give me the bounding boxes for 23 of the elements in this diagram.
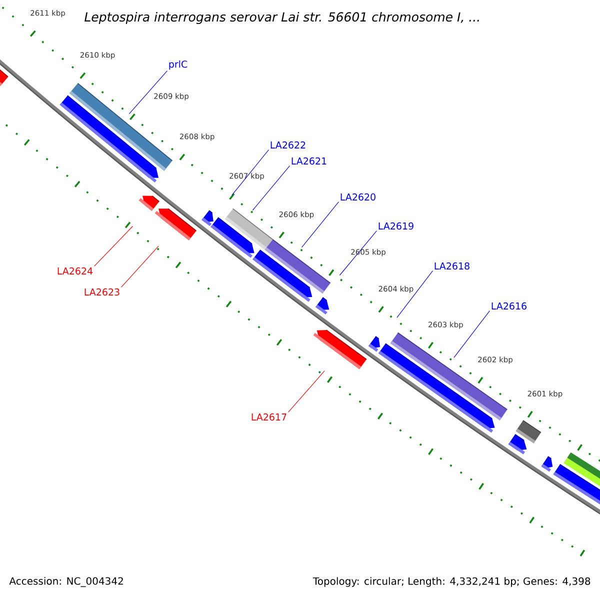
gene-label: LA2622 bbox=[270, 141, 306, 149]
gene-label: LA2618 bbox=[434, 262, 470, 270]
gene-label: LA2617 bbox=[252, 413, 286, 421]
gene-label: LA2620 bbox=[340, 193, 376, 201]
leader-line bbox=[252, 166, 290, 211]
footer-text: Accession: NC_004342 bbox=[9, 577, 123, 587]
leader-line bbox=[302, 202, 339, 248]
leader-line bbox=[232, 150, 269, 196]
gene-label: prlC bbox=[169, 60, 188, 70]
leader-line bbox=[339, 230, 377, 276]
gene-label: LA2619 bbox=[378, 222, 414, 230]
leader-line bbox=[396, 270, 434, 318]
title: Leptospira interrogans serovar Lai str. 56601 chromosome I, ... bbox=[84, 12, 479, 24]
leader-line bbox=[121, 246, 159, 288]
leader-line bbox=[94, 226, 133, 267]
leader-line bbox=[288, 370, 325, 413]
gene-label: LA2621 bbox=[292, 157, 326, 165]
leader-line bbox=[128, 70, 168, 114]
leader-line bbox=[454, 310, 490, 358]
gene-label: LA2623 bbox=[84, 288, 120, 296]
gene-label: LA2616 bbox=[492, 302, 526, 310]
footer-text: Topology: circular; Length: 4,332,241 bp; Genes: 4,398 bbox=[312, 577, 590, 587]
gene-label: LA2624 bbox=[58, 267, 93, 275]
